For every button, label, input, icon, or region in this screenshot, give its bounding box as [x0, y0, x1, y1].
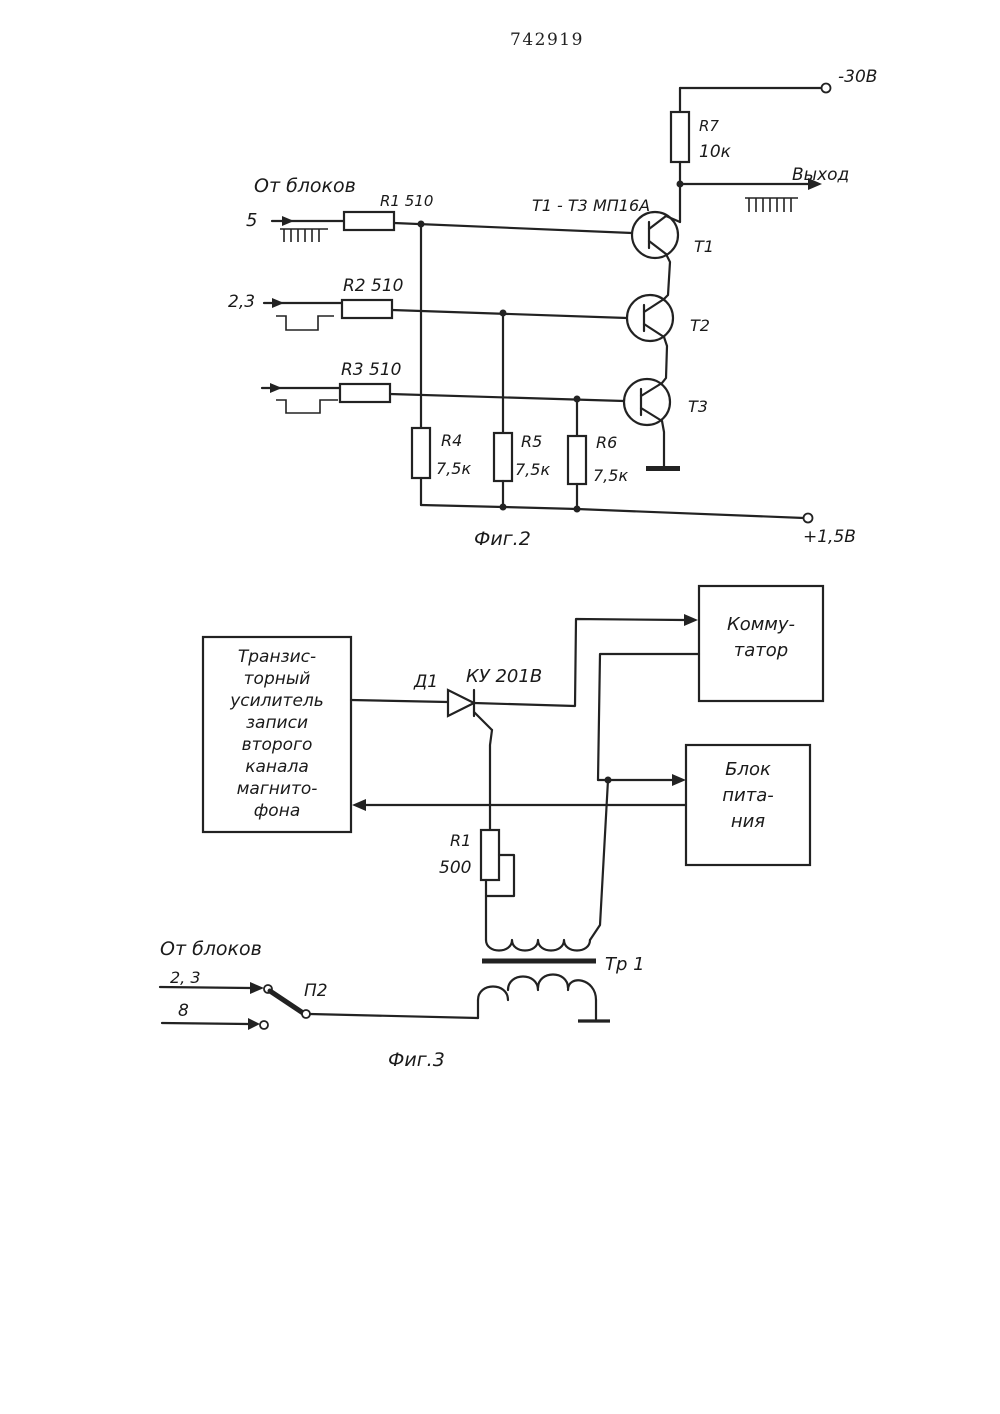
- fig2-label-r6-value: 7,5к: [593, 466, 628, 485]
- fig3-label-r1-value: 500: [439, 858, 471, 878]
- fig2-transistor-t2: [627, 295, 673, 341]
- fig3-switch-p2: [270, 991, 303, 1013]
- fig2-in3-arrow: [270, 383, 282, 393]
- fig2-in1-arrow: [282, 216, 294, 226]
- fig2-label-pos-supply: +1,5В: [803, 527, 856, 547]
- fig2-t2-t3-link: [662, 337, 667, 383]
- svg-text:записи: записи: [246, 713, 308, 733]
- patent-number: 742919: [510, 30, 584, 50]
- fig2-r3-resistor: [340, 384, 390, 402]
- fig3-in23-wire: [160, 987, 250, 988]
- fig2-label-input-23: 2,3: [228, 292, 255, 312]
- fig2-r2-resistor: [342, 300, 392, 318]
- svg-text:пита-: пита-: [722, 785, 773, 806]
- fig3-label-d1: Д1: [413, 672, 438, 692]
- fig2-base3-wire: [390, 394, 624, 401]
- fig3-label-r1: R1: [450, 831, 471, 850]
- fig3-switch-to-primary: [310, 1014, 478, 1018]
- svg-text:торный: торный: [244, 669, 311, 689]
- fig2-ground: [646, 466, 680, 471]
- fig2-label-r1: R1 510: [380, 192, 433, 210]
- svg-text:Блок: Блок: [725, 759, 771, 780]
- svg-text:Транзис-: Транзис-: [238, 647, 316, 667]
- fig3-transformer-primary: [478, 975, 596, 1001]
- fig2-label-t1: T1: [694, 237, 714, 256]
- fig3-switch-arrow: [684, 614, 698, 626]
- fig2-label-r6: R6: [596, 433, 617, 452]
- svg-text:канала: канала: [245, 757, 309, 777]
- fig3-circuit: Транзис- торный усилитель записи второго…: [160, 586, 823, 1071]
- fig2-label-transistor-type: T1 - T3 МП16А: [532, 196, 650, 215]
- fig3-transformer-secondary: [486, 940, 590, 951]
- fig2-in1-pulses: [280, 229, 328, 242]
- fig2-t1-t2-link: [664, 254, 670, 299]
- fig2-label-r4: R4: [441, 431, 462, 450]
- fig2-r7-resistor: [671, 112, 689, 162]
- svg-text:фона: фона: [254, 801, 300, 821]
- fig3-r1-resistor: [481, 830, 499, 880]
- fig2-label-neg-supply: -30В: [838, 67, 877, 87]
- fig2-label-output: Выход: [792, 165, 849, 185]
- fig3-in8-wire: [162, 1023, 248, 1024]
- svg-text:татор: татор: [734, 640, 788, 661]
- fig3-thyristor-to-switch: [474, 619, 684, 706]
- fig2-transistor-t3: [624, 379, 670, 425]
- fig2-label-r4-value: 7,5к: [436, 459, 471, 478]
- fig2-label-r7-value: 10к: [699, 142, 732, 162]
- fig2-pos-terminal: [804, 514, 813, 523]
- svg-text:усилитель: усилитель: [229, 691, 324, 711]
- fig2-label-r2: R2 510: [343, 276, 403, 296]
- fig2-in2-pulse: [276, 316, 334, 330]
- svg-text:Комму-: Комму-: [727, 614, 795, 635]
- fig3-label-in8: 8: [178, 1001, 189, 1021]
- fig2-label-input-5: 5: [246, 210, 257, 231]
- fig3-in8-arrow: [248, 1018, 260, 1030]
- fig3-switch-return: [598, 654, 699, 780]
- svg-text:магнито-: магнито-: [237, 779, 318, 799]
- fig2-label-from-blocks: От блоков: [254, 175, 356, 197]
- fig3-label-in23: 2, 3: [170, 968, 201, 987]
- fig2-neg-terminal: [822, 84, 831, 93]
- fig3-label-transformer: Тр 1: [605, 954, 645, 975]
- fig2-caption: Фиг.2: [474, 528, 531, 550]
- fig3-label-thyristor-type: КУ 201В: [466, 666, 542, 687]
- fig3-label-from-blocks: От блоков: [160, 938, 262, 960]
- fig2-label-r5: R5: [521, 432, 542, 451]
- fig2-r1-resistor: [344, 212, 394, 230]
- fig3-thyristor-d1: [448, 690, 492, 730]
- fig2-output-pulses: [745, 198, 798, 212]
- fig2-pos-rail: [421, 505, 804, 518]
- fig2-t3-emitter-lead: [662, 421, 664, 466]
- fig3-amp-out-wire: [351, 700, 448, 702]
- fig2-circuit: -30В R7 10к Выход T1 - T3 МП16А От блоко…: [228, 67, 877, 550]
- fig3-amp-arrow: [352, 799, 366, 811]
- fig2-in3-pulse: [276, 400, 338, 413]
- fig2-base2-wire: [392, 310, 627, 318]
- fig3-caption: Фиг.3: [388, 1049, 445, 1071]
- svg-text:второго: второго: [242, 735, 313, 755]
- fig2-r4-resistor: [412, 428, 430, 478]
- fig3-label-p2: П2: [304, 981, 328, 1001]
- fig2-label-t3: T3: [688, 397, 708, 416]
- fig2-in2-arrow: [272, 298, 284, 308]
- fig2-label-r3: R3 510: [341, 360, 401, 380]
- fig2-base1-wire: [394, 223, 632, 233]
- fig3-power-arrow: [672, 774, 686, 786]
- fig2-label-r7: R7: [699, 117, 719, 135]
- fig2-r6-resistor: [568, 436, 586, 484]
- fig2-label-t2: T2: [690, 316, 710, 335]
- fig3-in23-arrow: [250, 982, 264, 994]
- fig2-r5-resistor: [494, 433, 512, 481]
- fig2-label-r5-value: 7,5к: [515, 460, 550, 479]
- fig3-gate-wire: [490, 730, 492, 830]
- svg-text:ния: ния: [731, 811, 765, 832]
